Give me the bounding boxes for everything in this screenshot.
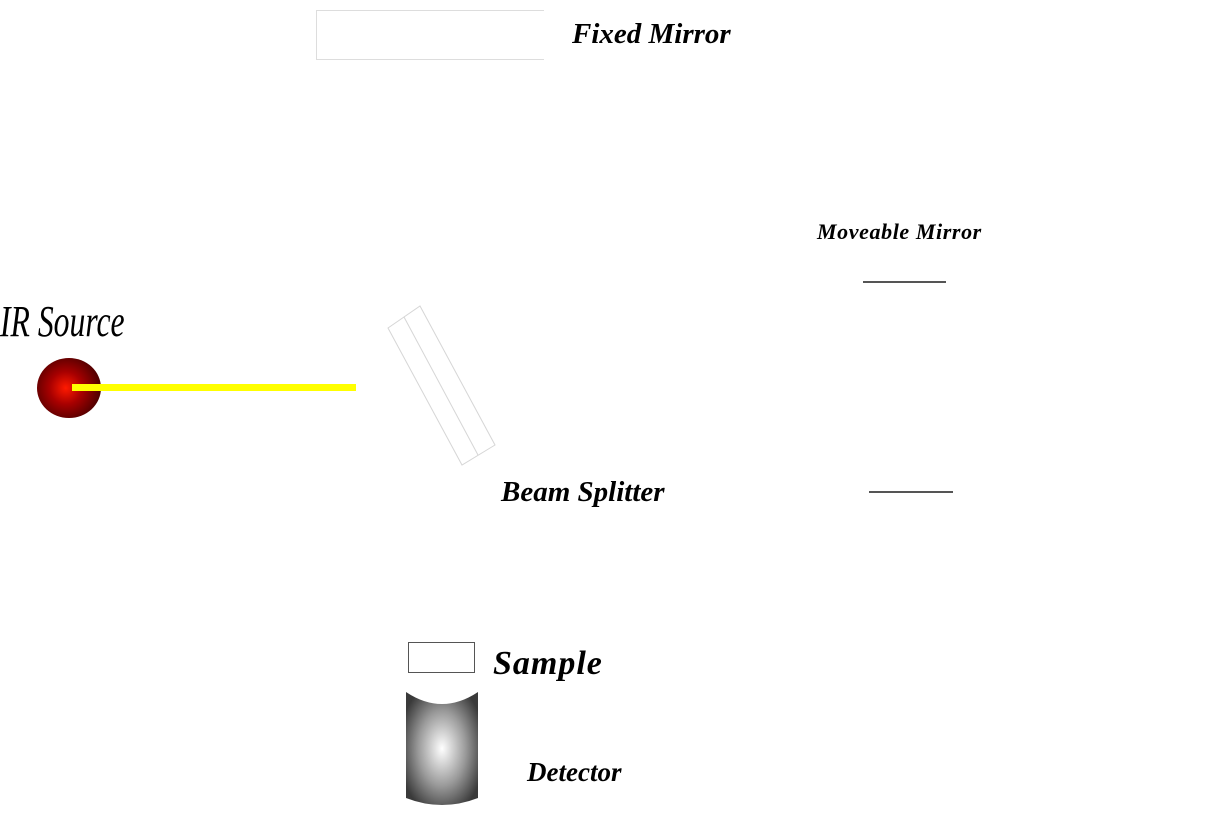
moveable-mirror-lower-line [869,491,953,493]
beam-splitter [387,305,496,466]
detector [406,692,478,805]
ir-beam [72,384,356,391]
sample-label: Sample [493,645,603,682]
moveable-mirror-label: Moveable Mirror [817,219,982,244]
sample-holder [408,642,475,673]
beam-splitter-label: Beam Splitter [501,476,665,508]
fixed-mirror [316,10,544,60]
moveable-mirror-upper-line [863,281,946,283]
ir-source-label: IR Source [0,297,125,346]
detector-label: Detector [527,757,622,787]
fixed-mirror-label: Fixed Mirror [572,18,731,50]
